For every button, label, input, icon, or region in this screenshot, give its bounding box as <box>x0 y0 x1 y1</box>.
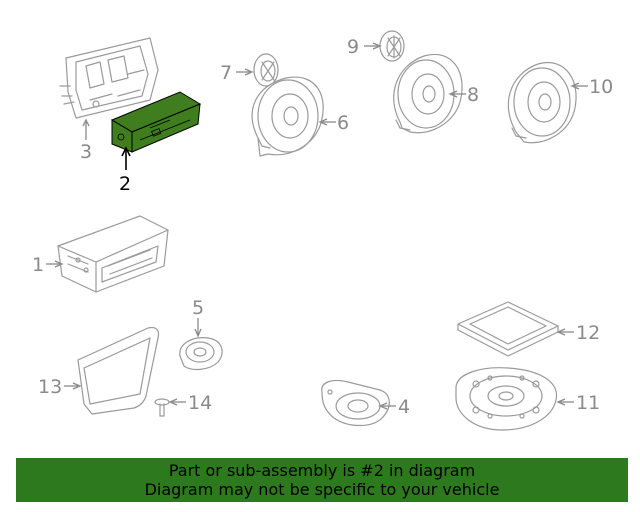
part-13-display <box>77 326 160 415</box>
part-12-plate <box>457 301 559 357</box>
callout-10: 10 <box>589 76 613 98</box>
callout-11: 11 <box>576 392 600 414</box>
callout-2: 2 <box>119 173 131 195</box>
callout-8: 8 <box>467 84 479 106</box>
part-7-tweeter <box>253 53 279 87</box>
part-14-screw <box>154 398 170 417</box>
part-1-head-unit <box>57 215 169 293</box>
callout-6: 6 <box>337 112 349 134</box>
callout-5: 5 <box>192 297 204 319</box>
info-banner: Part or sub-assembly is #2 in diagram Di… <box>16 458 628 502</box>
callout-13: 13 <box>38 376 62 398</box>
part-2-module <box>110 91 202 153</box>
part-8-speaker <box>393 53 463 134</box>
part-6-speaker <box>251 76 324 157</box>
callout-9: 9 <box>347 36 359 58</box>
callout-14: 14 <box>188 392 212 414</box>
callout-1: 1 <box>32 254 44 276</box>
part-3-bracket <box>59 37 159 119</box>
callout-12: 12 <box>576 322 600 344</box>
part-11-subwoofer <box>455 367 558 431</box>
part-9-tweeter <box>379 30 405 62</box>
part-10-speaker <box>507 61 577 144</box>
banner-line-2: Diagram may not be specific to your vehi… <box>144 480 500 499</box>
banner-line-1: Part or sub-assembly is #2 in diagram <box>168 461 476 480</box>
callout-3: 3 <box>80 141 92 163</box>
callout-4: 4 <box>398 396 410 418</box>
callout-7: 7 <box>220 62 232 84</box>
part-4-woofer <box>321 379 390 427</box>
leader-lines <box>46 42 588 410</box>
part-5-small-speaker <box>179 337 223 371</box>
